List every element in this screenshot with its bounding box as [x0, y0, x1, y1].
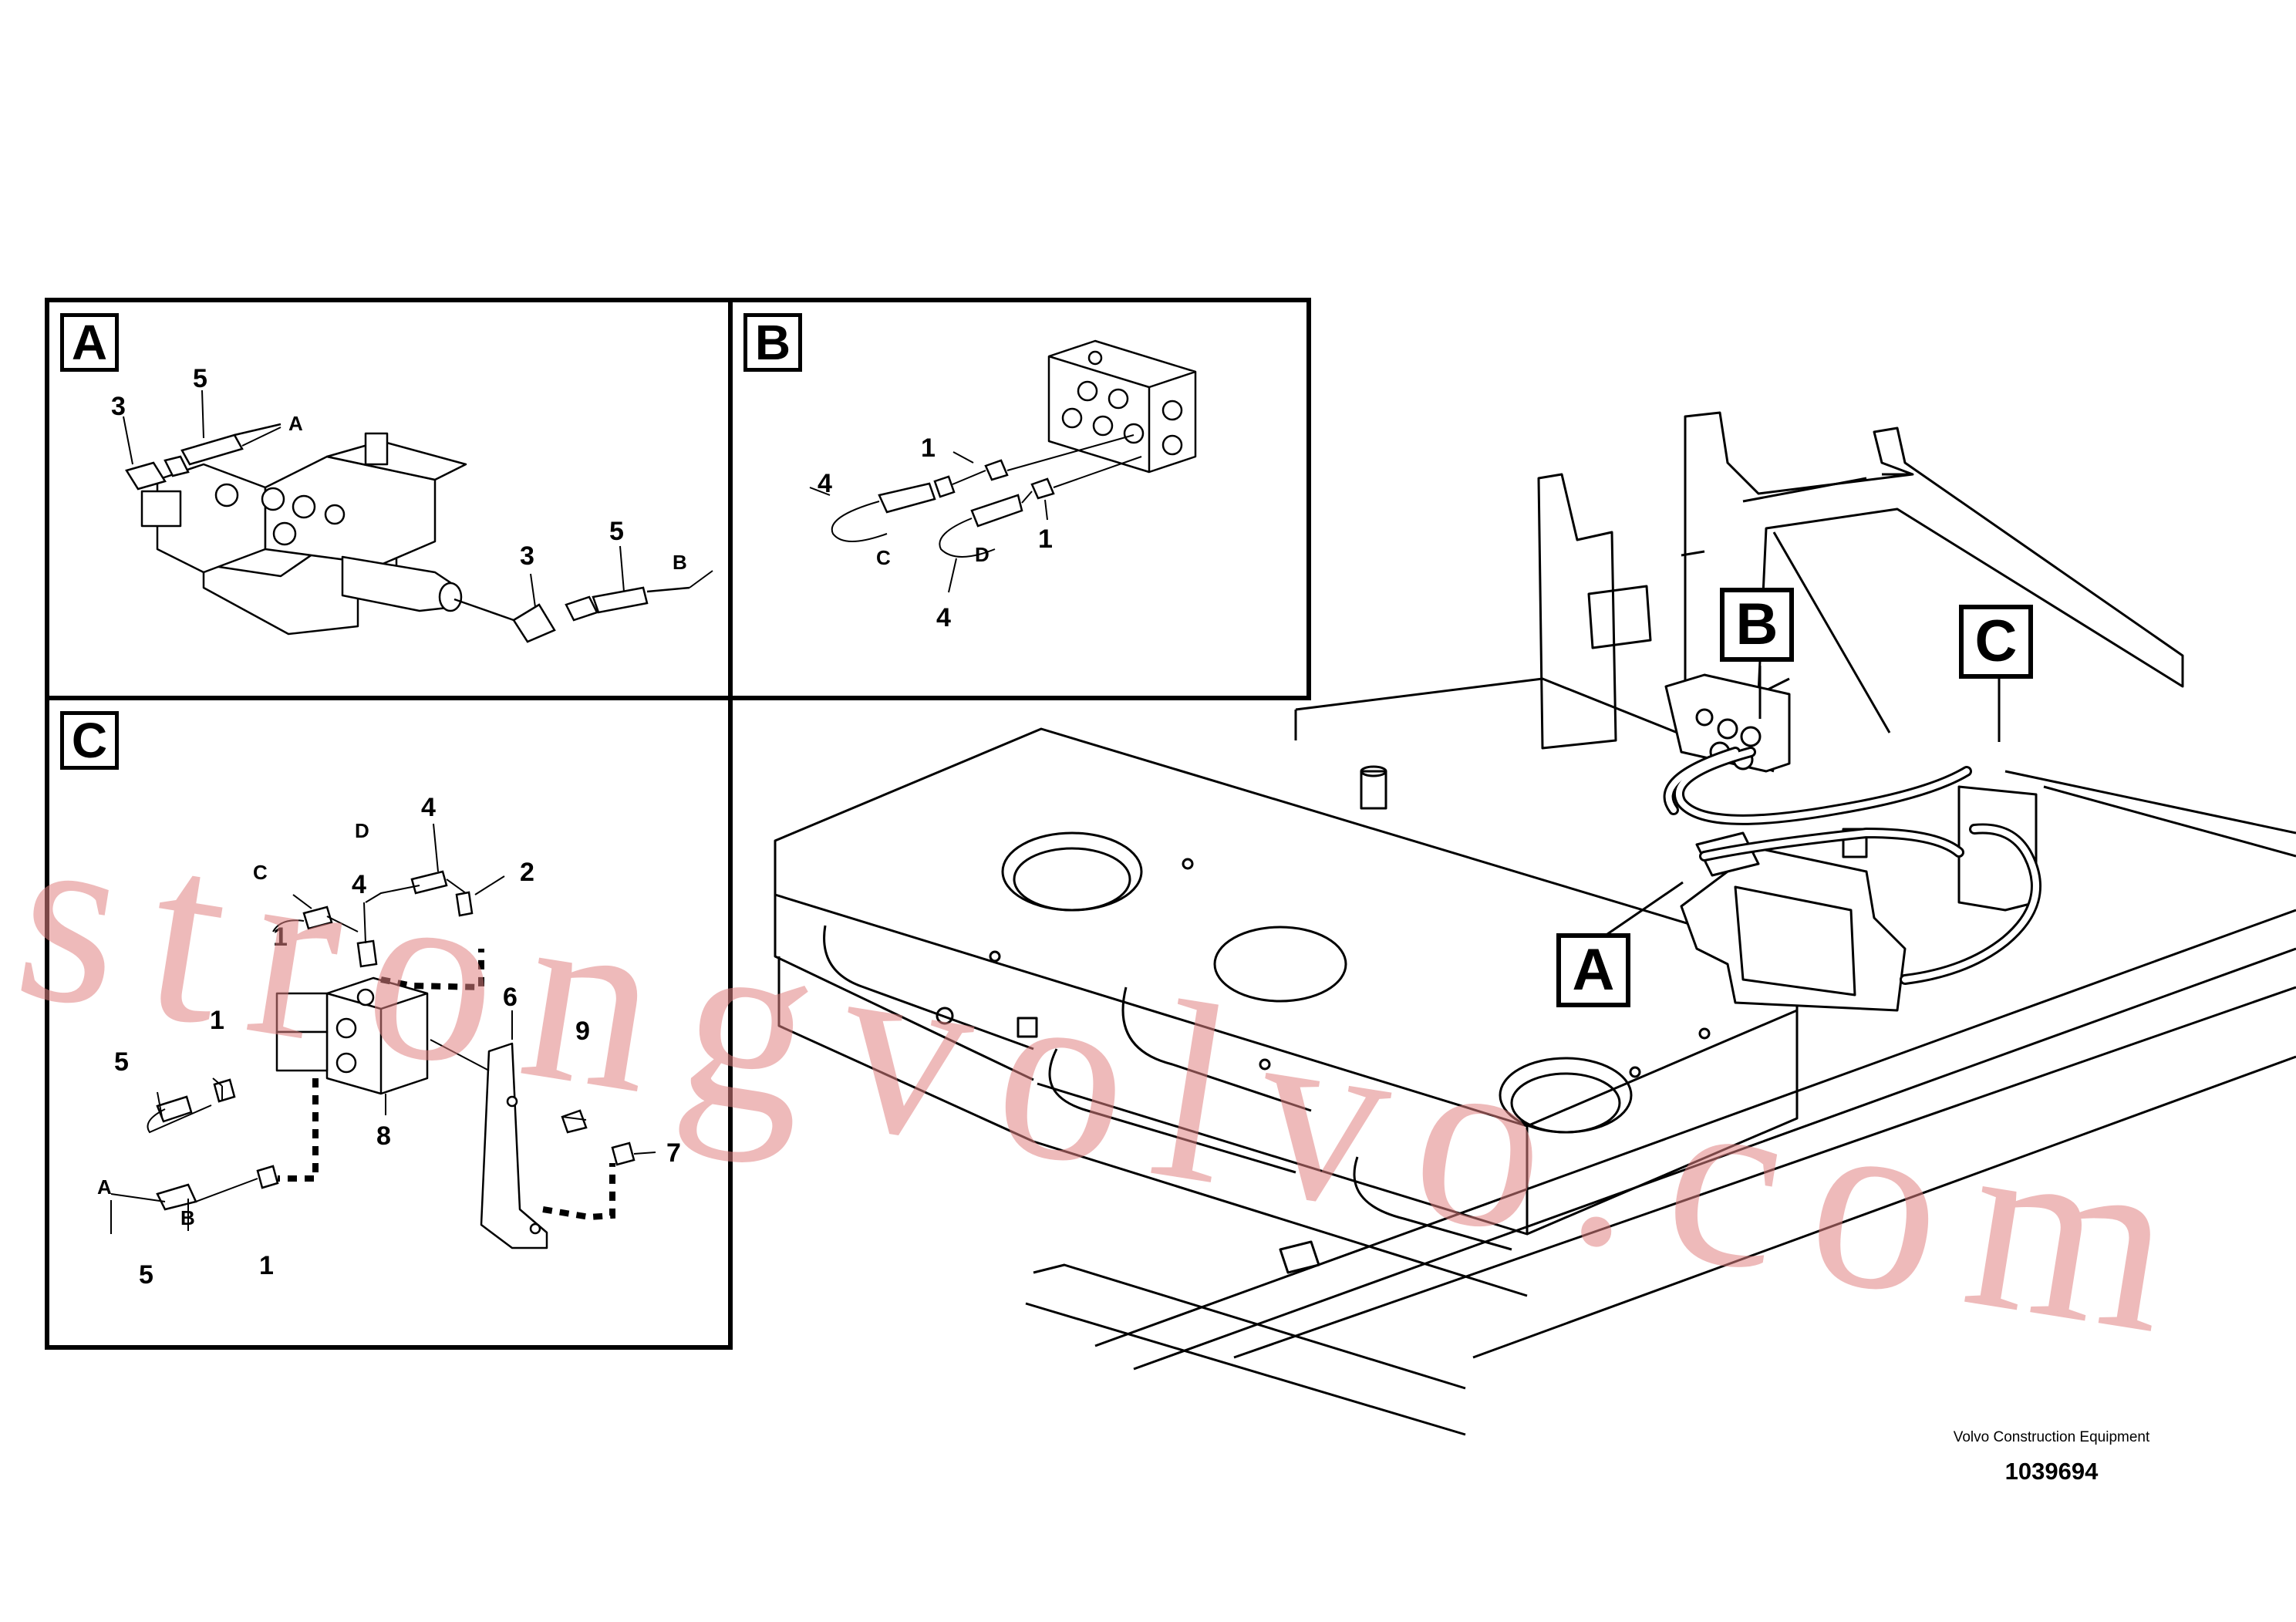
- inset-b-drawing: 1 4 1 4 C D: [809, 339, 1197, 632]
- inset-c-label-6: 6: [503, 983, 518, 1012]
- inset-c-label-1c: 1: [259, 1251, 274, 1280]
- footer: Volvo Construction Equipment 1039694: [1944, 1428, 2159, 1485]
- callout-c[interactable]: C: [1959, 605, 2033, 679]
- inset-c-label-5b: 5: [139, 1260, 153, 1290]
- inset-c-label-1a: 1: [273, 922, 288, 952]
- inset-c-label-4b: 4: [352, 870, 366, 899]
- inset-b-tag: B: [743, 313, 802, 372]
- inset-c-port-c: C: [253, 861, 268, 884]
- company-name: Volvo Construction Equipment: [1953, 1429, 2150, 1445]
- inset-a: A: [45, 298, 733, 700]
- callout-a[interactable]: A: [1556, 933, 1630, 1007]
- inset-c-port-d: D: [355, 819, 369, 842]
- inset-c-label-8: 8: [376, 1121, 391, 1151]
- inset-c-drawing: 4 4 2 1 1 5 6 9 7 8 5 1 D C B A: [97, 793, 681, 1290]
- inset-c-label-5a: 5: [114, 1047, 129, 1077]
- inset-c-label-2: 2: [520, 858, 534, 887]
- inset-b-label-1b: 1: [1038, 524, 1053, 554]
- inset-c-port-b: B: [180, 1206, 195, 1229]
- inset-c-label-1b: 1: [210, 1006, 224, 1035]
- inset-b-label-1a: 1: [921, 433, 936, 463]
- document-number: 1039694: [2004, 1458, 2099, 1485]
- inset-a-label-3a: 3: [111, 392, 126, 421]
- inset-b-port-d: D: [975, 543, 990, 566]
- inset-a-tag: A: [60, 313, 119, 372]
- inset-a-label-3b: 3: [520, 541, 534, 571]
- inset-c-label-4a: 4: [421, 793, 436, 822]
- inset-c: C: [45, 696, 733, 1350]
- inset-a-drawing: 3 5 3 5 A B: [111, 364, 713, 643]
- inset-b-label-4a: 4: [818, 469, 832, 498]
- inset-b-label-4b: 4: [936, 603, 951, 632]
- inset-c-label-9: 9: [575, 1017, 590, 1046]
- callout-b[interactable]: B: [1720, 588, 1794, 662]
- inset-a-port-b: B: [673, 551, 687, 574]
- inset-a-label-5a: 5: [193, 364, 207, 393]
- inset-a-port-a: A: [288, 412, 303, 435]
- inset-b-port-c: C: [876, 546, 891, 569]
- inset-c-port-a: A: [97, 1175, 112, 1199]
- inset-c-label-7: 7: [666, 1138, 681, 1168]
- inset-b: B: [728, 298, 1311, 700]
- inset-c-tag: C: [60, 711, 119, 770]
- inset-a-label-5b: 5: [609, 517, 624, 546]
